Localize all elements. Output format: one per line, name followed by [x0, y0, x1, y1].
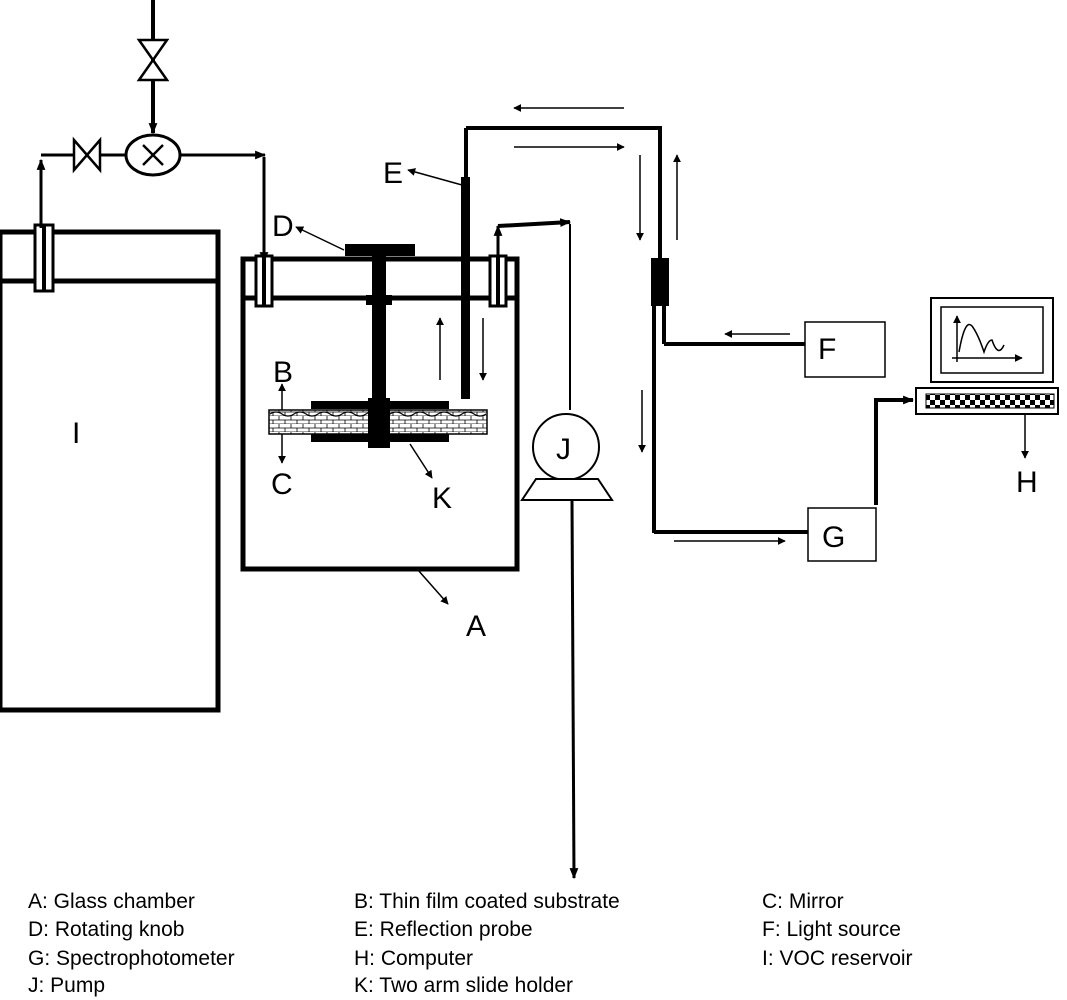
- label-i: I: [72, 417, 80, 450]
- light-flow-arrows: [436, 104, 790, 545]
- label-g: G: [822, 521, 845, 554]
- label-a: A: [466, 610, 486, 643]
- light-source-box: [804, 321, 886, 378]
- label-k: K: [432, 482, 452, 515]
- spectrophotometer-box: [807, 507, 877, 562]
- outlet-line: [493, 218, 579, 880]
- label-e: E: [383, 157, 403, 190]
- vertical-valve-icon: [136, 38, 170, 82]
- valve-icon: [72, 136, 102, 174]
- label-c: C: [271, 468, 293, 501]
- keyboard-icon: [915, 387, 1059, 459]
- reflection-probe: [461, 126, 808, 534]
- label-pointers: [278, 168, 463, 605]
- pump-icon: [520, 413, 614, 501]
- label-j: J: [556, 433, 571, 466]
- voc-reservoir: [0, 223, 221, 713]
- data-cable: [874, 395, 915, 505]
- label-d: D: [272, 210, 294, 243]
- two-arm-slide-holder: [311, 398, 449, 448]
- label-f: F: [818, 333, 836, 366]
- label-h: H: [1016, 466, 1038, 499]
- monitor-icon: [930, 297, 1054, 383]
- three-way-valve-icon: [124, 133, 182, 177]
- glass-chamber: [240, 254, 520, 572]
- label-b: B: [273, 356, 293, 389]
